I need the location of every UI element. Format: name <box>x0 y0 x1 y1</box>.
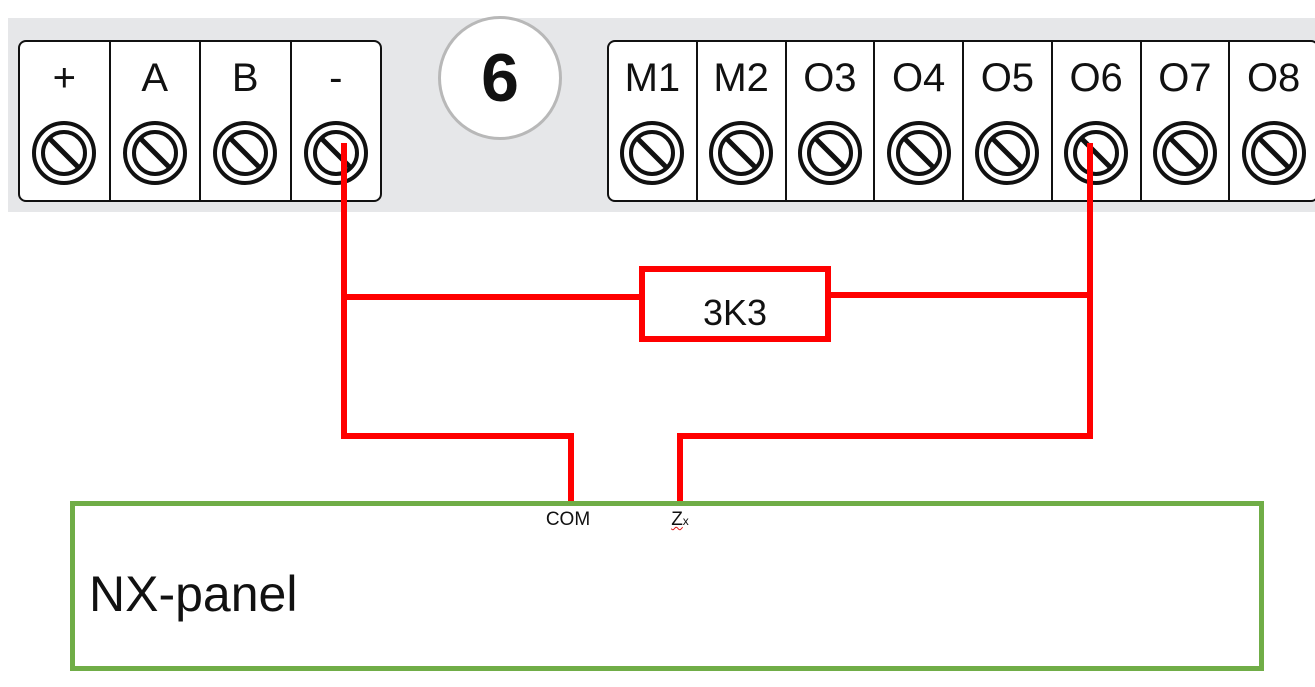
nx-panel-box: NX-panel <box>70 501 1264 671</box>
terminal-o7: O7 <box>1142 42 1231 200</box>
terminal-o3: O3 <box>787 42 876 200</box>
terminal-label: O7 <box>1158 56 1212 100</box>
screw-icon <box>1064 121 1129 185</box>
left-terminal-block: + A B - <box>18 40 382 202</box>
screw-icon <box>709 121 774 185</box>
screw-icon <box>303 121 368 185</box>
terminal-label: - <box>329 56 343 100</box>
terminal-m1: M1 <box>609 42 698 200</box>
resistor-label: 3K3 <box>702 292 768 333</box>
terminal-a: A <box>111 42 201 200</box>
screw-icon <box>620 121 685 185</box>
terminal-minus: - <box>292 42 381 200</box>
terminal-o4: O4 <box>875 42 964 200</box>
terminal-label: M1 <box>624 56 681 100</box>
terminal-m2: M2 <box>698 42 787 200</box>
terminal-label: O3 <box>803 56 857 100</box>
terminal-o8: O8 <box>1230 42 1315 200</box>
terminal-label: O6 <box>1069 56 1123 100</box>
terminal-plus: + <box>20 42 111 200</box>
terminal-label: O8 <box>1246 56 1301 100</box>
screw-icon <box>32 121 97 185</box>
terminal-label: + <box>52 56 76 100</box>
pin-label-zx: Zx <box>664 508 696 533</box>
screw-icon <box>975 121 1040 185</box>
screw-icon <box>1241 121 1306 185</box>
pin-label-com: COM <box>545 509 591 530</box>
terminal-o5: O5 <box>964 42 1053 200</box>
screw-icon <box>797 121 862 185</box>
screw-icon <box>213 121 278 185</box>
wire-o6-to-zx <box>677 143 1093 502</box>
screw-icon <box>1152 121 1217 185</box>
pin-label-zx-main: Z <box>671 509 683 530</box>
terminal-label: B <box>231 56 259 100</box>
terminal-label: M2 <box>713 56 769 100</box>
screw-icon <box>886 121 951 185</box>
module-number-badge: 6 <box>438 16 562 140</box>
terminal-label: A <box>141 56 169 100</box>
panel-title: NX-panel <box>89 566 298 622</box>
right-terminal-block: M1 M2 O3 O4 O5 <box>607 40 1315 202</box>
screw-icon <box>122 121 187 185</box>
pin-label-zx-sub: x <box>682 514 689 528</box>
terminal-label: O5 <box>980 56 1035 100</box>
terminal-label: O4 <box>891 56 946 100</box>
terminal-b: B <box>201 42 292 200</box>
terminal-o6: O6 <box>1053 42 1142 200</box>
wire-minus-to-com <box>341 143 574 502</box>
resistor-body <box>639 266 831 342</box>
